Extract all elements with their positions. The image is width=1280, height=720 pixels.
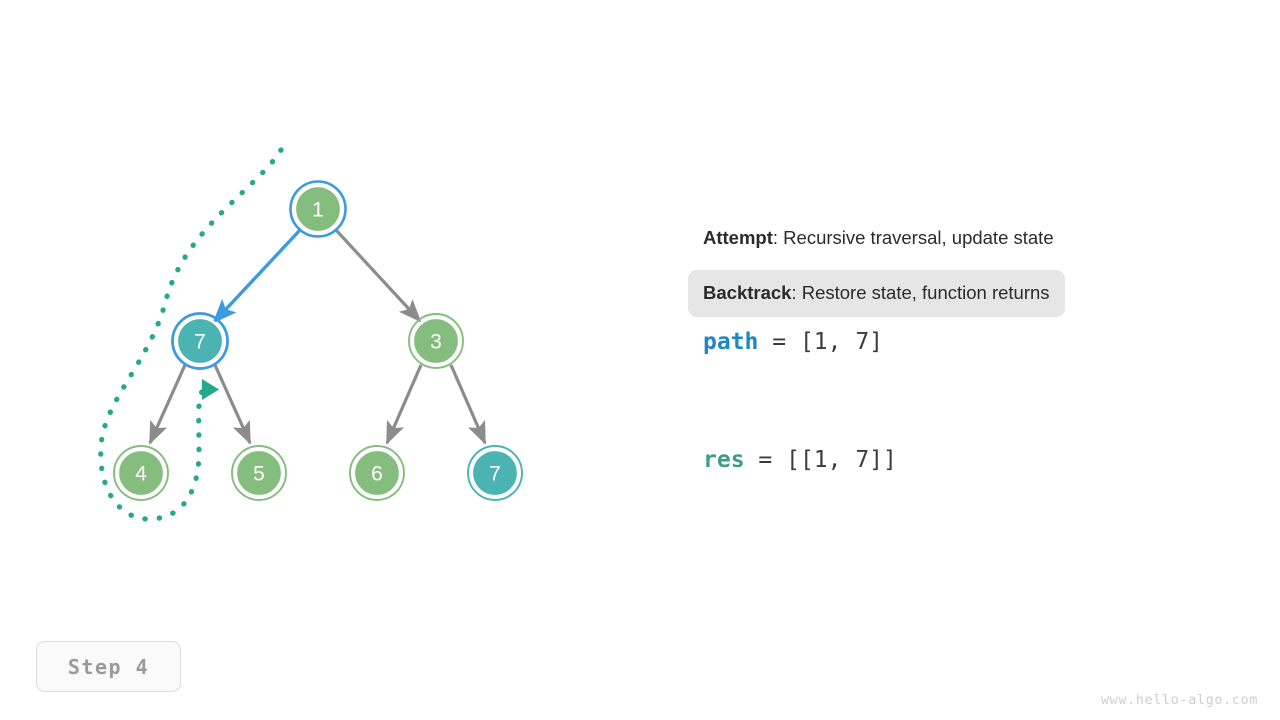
- traversal-pointer-icon: [202, 379, 219, 400]
- attempt-row: Attempt: Recursive traversal, update sta…: [703, 224, 1223, 252]
- backtrack-description: : Restore state, function returns: [791, 282, 1050, 303]
- res-variable-line: res = [[1, 7]]: [703, 447, 897, 473]
- step-badge-label: Step 4: [67, 654, 150, 679]
- binary-tree-diagram: 1 7 3 4 5 6: [98, 147, 523, 522]
- watermark: www.hello-algo.com: [1100, 692, 1258, 708]
- backtrack-trace-path: [98, 147, 284, 522]
- tree-node-3[interactable]: 3: [408, 313, 464, 369]
- path-assign-operator: =: [758, 329, 800, 355]
- attempt-description: : Recursive traversal, update state: [772, 227, 1054, 248]
- tree-node-5[interactable]: 5: [231, 445, 287, 501]
- step-badge: Step 4: [36, 641, 181, 692]
- tree-node-1[interactable]: 1: [289, 180, 347, 238]
- backtrack-row: Backtrack: Restore state, function retur…: [688, 270, 1065, 317]
- attempt-label: Attempt: [703, 227, 773, 248]
- tree-node-4[interactable]: 4: [113, 445, 169, 501]
- edge-7-to-4: [148, 364, 187, 445]
- edge-3-to-7r: [449, 364, 487, 445]
- edge-3-to-6: [385, 364, 423, 445]
- path-variable-name: path: [703, 329, 759, 355]
- tree-node-7-right[interactable]: 7: [467, 445, 523, 501]
- edge-1-to-3: [334, 228, 422, 323]
- tree-node-6[interactable]: 6: [349, 445, 405, 501]
- path-variable-value: [1, 7]: [799, 329, 884, 355]
- res-variable-name: res: [703, 447, 745, 473]
- edge-7-to-5: [213, 364, 252, 445]
- backtrack-label: Backtrack: [703, 282, 792, 303]
- tree-edges: [148, 228, 487, 445]
- tree-node-7-left[interactable]: 7: [171, 312, 229, 370]
- res-variable-value: [[1, 7]]: [786, 447, 897, 473]
- info-panel: Attempt: Recursive traversal, update sta…: [688, 224, 1223, 473]
- res-assign-operator: =: [744, 447, 787, 473]
- path-variable-line: path = [1, 7]: [703, 329, 883, 355]
- edge-1-to-7: [212, 228, 302, 324]
